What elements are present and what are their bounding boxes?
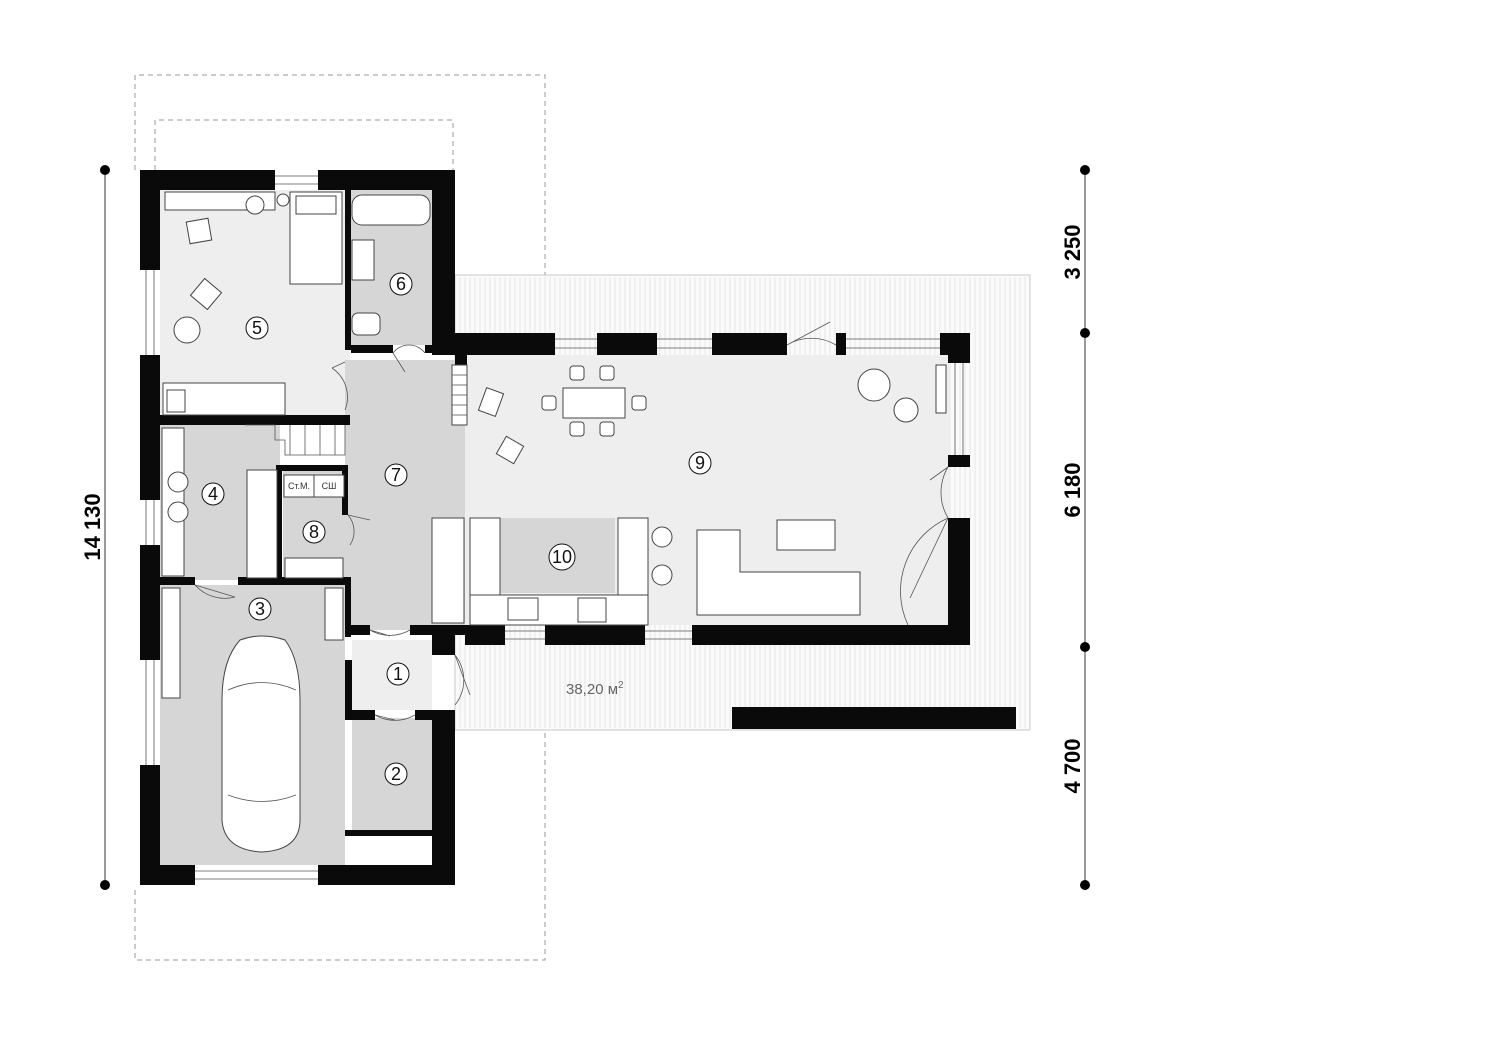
room-marker-1: 1 [386,662,410,686]
dim-total: 14 130 [80,493,105,560]
room-marker-5: 5 [245,316,269,340]
room-label-2: 2 [391,764,401,784]
dining-table [562,387,626,419]
dim-top: 3 250 [1060,224,1085,279]
room-label-9: 9 [695,453,705,473]
terrace-area: 38,20 м2 [566,680,624,698]
dryer [313,474,345,498]
room-label-6: 6 [396,274,406,294]
dimension-right [1080,165,1090,890]
room-markers: 1 2 3 4 5 6 7 8 9 10 [201,272,712,786]
room-marker-9: 9 [688,451,712,475]
windows [145,175,964,880]
sofa [696,529,861,616]
room-label-8: 8 [309,522,319,542]
toilet [351,312,381,336]
room-label-1: 1 [393,664,403,684]
room-label-4: 4 [208,484,218,504]
dim-middle: 6 180 [1060,462,1085,517]
dryer-label: СШ [322,481,337,491]
terrace-area-sup: 2 [618,680,624,691]
roof-outline [134,74,546,961]
furniture [161,191,947,853]
room-marker-7: 7 [384,463,408,487]
room-label-5: 5 [252,318,262,338]
car [221,635,301,853]
room-marker-3: 3 [248,597,272,621]
terrace-area-value: 38,20 м [566,681,618,698]
room-label-3: 3 [255,599,265,619]
sink [351,239,375,281]
walls [140,170,1016,885]
coffee-table [776,519,836,551]
doors [194,321,949,721]
room-marker-8: 8 [302,520,326,544]
room-marker-6: 6 [389,272,413,296]
room-marker-10: 10 [548,543,576,571]
washer-label: Ст.М. [288,481,310,491]
dim-bottom: 4 700 [1060,738,1085,793]
room-label-7: 7 [391,465,401,485]
room-marker-4: 4 [201,482,225,506]
bathtub [351,194,431,226]
dimension-left [100,165,110,890]
stairs [245,364,468,456]
room-marker-2: 2 [384,762,408,786]
room-label-10: 10 [552,547,572,567]
